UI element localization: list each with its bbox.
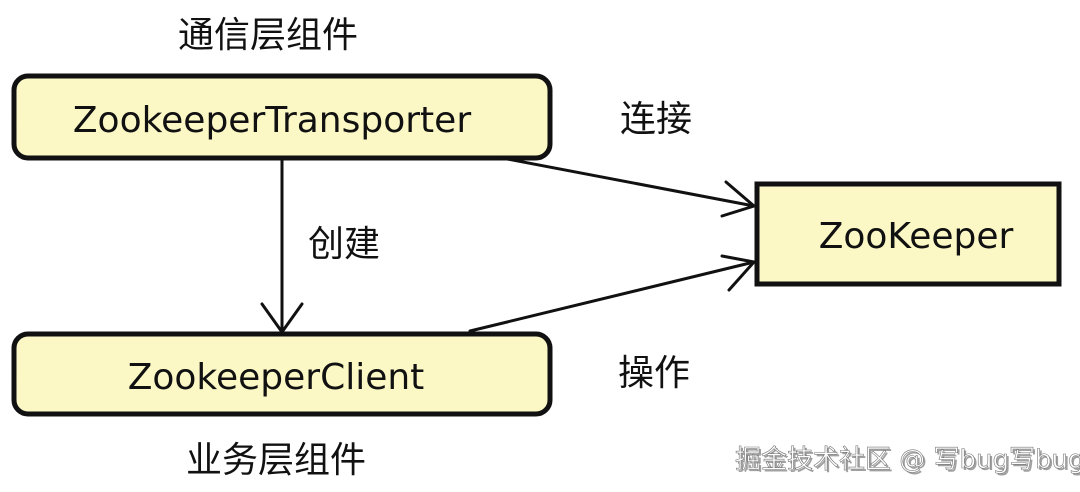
operate-arrow-head xyxy=(720,254,757,292)
transporter-label: ZookeeperTransporter xyxy=(73,100,471,141)
connect-arrow-head xyxy=(720,180,758,218)
create-arrow-head xyxy=(260,302,304,335)
bottom-layer-label: 业务层组件 xyxy=(186,440,366,481)
create-arrow xyxy=(260,156,304,335)
connect-label: 连接 xyxy=(620,99,692,140)
watermark: 掘金技术社区 @ 写bug写bug 掘金技术社区 @ 写bug写bug xyxy=(735,445,1080,477)
transporter-node: ZookeeperTransporter xyxy=(11,73,553,161)
watermark-text: 掘金技术社区 @ 写bug写bug xyxy=(735,445,1080,475)
top-layer-label: 通信层组件 xyxy=(178,15,358,56)
watermark-shadow: 掘金技术社区 @ 写bug写bug xyxy=(737,447,1080,477)
operate-label: 操作 xyxy=(618,353,690,394)
operate-arrow xyxy=(468,254,757,333)
zookeeper-node: ZooKeeper xyxy=(754,181,1062,287)
connect-arrow xyxy=(500,156,758,218)
connect-arrow-shaft xyxy=(500,156,756,208)
zookeeper-box xyxy=(754,181,1062,287)
operate-arrow-shaft xyxy=(468,260,756,333)
zookeeper-label: ZooKeeper xyxy=(819,216,1014,257)
client-node: ZookeeperClient xyxy=(11,331,553,417)
create-label: 创建 xyxy=(308,224,380,265)
client-label: ZookeeperClient xyxy=(128,357,425,398)
